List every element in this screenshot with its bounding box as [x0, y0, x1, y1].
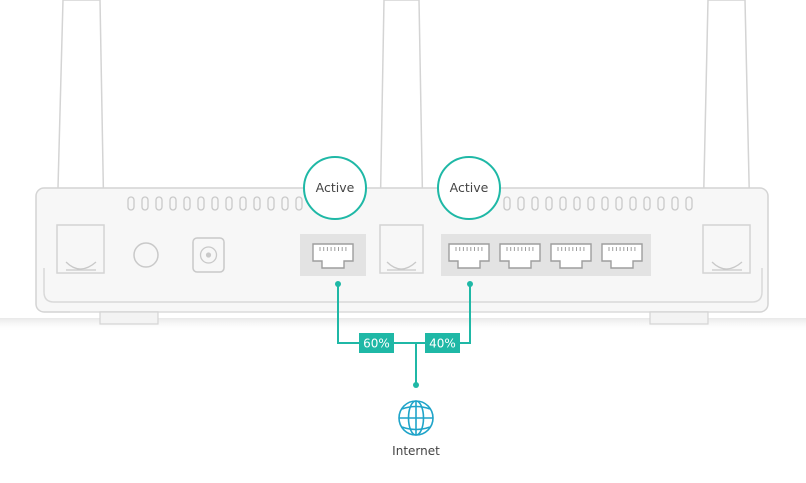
vent-slot: [573, 196, 581, 211]
wan-port-socket[interactable]: [312, 243, 354, 269]
floor-shadow: [0, 318, 806, 332]
globe-icon: [398, 400, 434, 436]
vent-slot: [531, 196, 539, 211]
antenna-left-base: [56, 224, 105, 274]
vent-slot: [545, 196, 553, 211]
vent-slot: [169, 196, 177, 211]
vent-slot: [643, 196, 651, 211]
reset-button[interactable]: [133, 242, 159, 268]
lan-share-badge: 40%: [425, 333, 460, 353]
vent-slot: [657, 196, 665, 211]
wan-share-label: 60%: [363, 337, 390, 351]
vent-slot: [253, 196, 261, 211]
power-jack: [192, 237, 225, 273]
lan-port-1[interactable]: [448, 243, 490, 269]
vent-slot: [267, 196, 275, 211]
vent-slot: [615, 196, 623, 211]
antenna-right-base: [702, 224, 751, 274]
vent-slot: [239, 196, 247, 211]
lan-status-callout: Active: [437, 156, 501, 220]
connection-dots: [335, 281, 473, 388]
wan-share-badge: 60%: [359, 333, 394, 353]
vent-slot: [197, 196, 205, 211]
lan-status-label: Active: [450, 180, 489, 195]
router-foot-left: [99, 311, 159, 325]
lan-share-label: 40%: [429, 337, 456, 351]
vent-slot: [559, 196, 567, 211]
wan-status-callout: Active: [303, 156, 367, 220]
lan-ports: [448, 243, 643, 269]
vent-slot: [127, 196, 135, 211]
vent-slot: [629, 196, 637, 211]
vent-slot: [503, 196, 511, 211]
wan-port[interactable]: [312, 243, 354, 269]
vent-slot: [295, 196, 303, 211]
vent-slot: [671, 196, 679, 211]
router-foot-right: [649, 311, 709, 325]
vent-slot: [517, 196, 525, 211]
vent-slot: [141, 196, 149, 211]
vent-slot: [183, 196, 191, 211]
lan-port-2[interactable]: [499, 243, 541, 269]
lan-port-4[interactable]: [601, 243, 643, 269]
vent-slot: [281, 196, 289, 211]
vent-slot: [211, 196, 219, 211]
connection-lines: [337, 284, 471, 385]
internet-label: Internet: [392, 444, 440, 458]
vent-slot: [685, 196, 693, 211]
vent-slot: [587, 196, 595, 211]
antenna-center-base: [379, 224, 424, 274]
wan-status-label: Active: [316, 180, 355, 195]
vent-slot: [155, 196, 163, 211]
lan-port-3[interactable]: [550, 243, 592, 269]
vent-slot: [225, 196, 233, 211]
vent-slot: [601, 196, 609, 211]
vent-slots: [127, 196, 693, 211]
